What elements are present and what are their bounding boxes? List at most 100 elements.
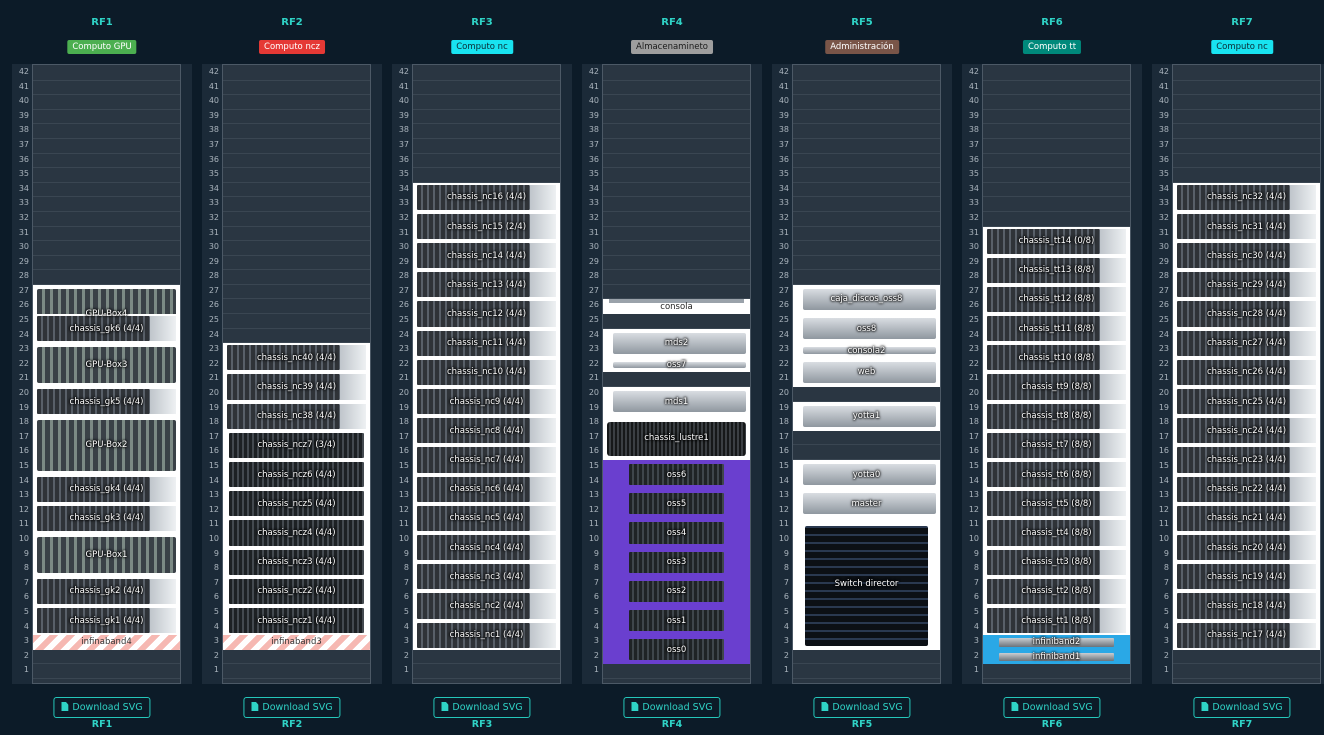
rack-device[interactable]: yotta0	[793, 460, 940, 490]
rack-device[interactable]: chassis_nc24 (4/4)	[1173, 416, 1320, 446]
rack-device[interactable]: chassis_tt14 (0/8)	[983, 226, 1130, 256]
download-svg-button[interactable]: Download SVG	[243, 697, 341, 718]
rack-device[interactable]: chassis_nc19 (4/4)	[1173, 562, 1320, 592]
rack-device[interactable]: chassis_tt4 (8/8)	[983, 518, 1130, 548]
rack-device[interactable]: chassis_lustre1	[603, 416, 750, 460]
rack-device[interactable]: chassis_nc27 (4/4)	[1173, 328, 1320, 358]
rack-device[interactable]: infiniband2	[983, 635, 1130, 650]
rack-device[interactable]: chassis_ncz4 (4/4)	[223, 518, 370, 548]
rack-device[interactable]: consola2	[793, 343, 940, 358]
rack-device[interactable]: chassis_nc5 (4/4)	[413, 503, 560, 533]
rack-device[interactable]: chassis_ncz7 (3/4)	[223, 430, 370, 460]
rack-device[interactable]: master	[793, 489, 940, 519]
rack-device[interactable]: chassis_nc31 (4/4)	[1173, 211, 1320, 242]
rack-device[interactable]: chassis_nc14 (4/4)	[413, 241, 560, 271]
rack-device[interactable]: chassis_gk3 (4/4)	[33, 503, 180, 533]
rack-device[interactable]: chassis_gk5 (4/4)	[33, 387, 180, 417]
empty-slot	[603, 124, 750, 139]
rack-device[interactable]: chassis_nc1 (4/4)	[413, 620, 560, 650]
rack-device[interactable]: chassis_nc29 (4/4)	[1173, 270, 1320, 300]
rack-device[interactable]: chassis_nc7 (4/4)	[413, 445, 560, 475]
rack-device[interactable]: chassis_nc30 (4/4)	[1173, 241, 1320, 271]
rack-device[interactable]: chassis_nc39 (4/4)	[223, 372, 370, 402]
rack-device[interactable]: consola	[603, 299, 750, 315]
download-svg-button[interactable]: Download SVG	[433, 697, 531, 718]
rack-device[interactable]: chassis_tt2 (8/8)	[983, 576, 1130, 606]
rack-device[interactable]: chassis_gk4 (4/4)	[33, 474, 180, 504]
rack-device[interactable]: chassis_nc6 (4/4)	[413, 474, 560, 504]
rack-device[interactable]: web	[793, 357, 940, 388]
rack-device[interactable]: mds2	[603, 328, 750, 358]
rack-device[interactable]: chassis_nc8 (4/4)	[413, 416, 560, 446]
download-svg-button[interactable]: Download SVG	[53, 697, 151, 718]
rack-device[interactable]: chassis_nc20 (4/4)	[1173, 532, 1320, 563]
rack-device[interactable]: infiniband1	[983, 649, 1130, 665]
rack-device[interactable]: oss0	[603, 635, 750, 665]
rack-device[interactable]: chassis_nc22 (4/4)	[1173, 474, 1320, 504]
rack-device[interactable]: caja_discos_oss8	[793, 284, 940, 315]
rack-device[interactable]: chassis_nc32 (4/4)	[1173, 182, 1320, 212]
rack-device[interactable]: oss3	[603, 547, 750, 577]
rack-device[interactable]: chassis_nc16 (4/4)	[413, 182, 560, 212]
rack-device[interactable]: chassis_nc13 (4/4)	[413, 270, 560, 300]
unit-number: 19	[18, 402, 29, 412]
rack-device[interactable]: Switch director	[793, 518, 940, 650]
rack-device[interactable]: chassis_tt10 (8/8)	[983, 343, 1130, 373]
rack-device[interactable]: oss7	[603, 357, 750, 373]
rack-device[interactable]: chassis_nc40 (4/4)	[223, 343, 370, 373]
rack-device[interactable]: infinaband3	[223, 635, 370, 650]
rack-device[interactable]: chassis_nc25 (4/4)	[1173, 387, 1320, 417]
rack-device[interactable]: chassis_nc28 (4/4)	[1173, 299, 1320, 329]
rack-device[interactable]: GPU-Box3	[33, 343, 180, 388]
rack-device[interactable]: chassis_nc38 (4/4)	[223, 401, 370, 431]
rack-device[interactable]: oss4	[603, 518, 750, 548]
rack-device[interactable]: chassis_tt12 (8/8)	[983, 284, 1130, 315]
rack-device[interactable]: mds1	[603, 387, 750, 417]
rack-device[interactable]: chassis_nc4 (4/4)	[413, 532, 560, 563]
rack-device[interactable]: chassis_nc12 (4/4)	[413, 299, 560, 329]
rack-device[interactable]: chassis_tt8 (8/8)	[983, 401, 1130, 431]
rack-device[interactable]: oss2	[603, 576, 750, 606]
rack-device[interactable]: chassis_nc3 (4/4)	[413, 562, 560, 592]
rack-device[interactable]: oss8	[793, 314, 940, 344]
rack-device[interactable]: oss1	[603, 605, 750, 636]
unit-number: 37	[18, 139, 29, 149]
rack-device[interactable]: infinaband4	[33, 635, 180, 650]
rack-device[interactable]: chassis_nc23 (4/4)	[1173, 445, 1320, 475]
rack-device[interactable]: chassis_tt5 (8/8)	[983, 489, 1130, 519]
rack-device[interactable]: chassis_tt11 (8/8)	[983, 314, 1130, 344]
rack-device[interactable]: chassis_nc10 (4/4)	[413, 357, 560, 388]
rack-device[interactable]: GPU-Box2	[33, 416, 180, 475]
rack-device[interactable]: oss6	[603, 460, 750, 490]
download-svg-button[interactable]: Download SVG	[1003, 697, 1101, 718]
rack-device[interactable]: chassis_gk6 (4/4)	[33, 314, 180, 344]
rack-device[interactable]: chassis_nc9 (4/4)	[413, 387, 560, 417]
rack-device[interactable]: chassis_tt3 (8/8)	[983, 547, 1130, 577]
rack-device[interactable]: chassis_nc2 (4/4)	[413, 591, 560, 621]
rack-device[interactable]: GPU-Box1	[33, 532, 180, 577]
rack-device[interactable]: chassis_nc26 (4/4)	[1173, 357, 1320, 388]
rack-device[interactable]: chassis_tt7 (8/8)	[983, 430, 1130, 460]
rack-device[interactable]: chassis_tt9 (8/8)	[983, 372, 1130, 402]
rack-device[interactable]: chassis_tt1 (8/8)	[983, 605, 1130, 636]
rack-device[interactable]: chassis_nc21 (4/4)	[1173, 503, 1320, 533]
rack-device[interactable]: chassis_tt13 (8/8)	[983, 255, 1130, 285]
download-svg-button[interactable]: Download SVG	[623, 697, 721, 718]
rack-device[interactable]: chassis_gk2 (4/4)	[33, 576, 180, 606]
rack-device[interactable]: chassis_gk1 (4/4)	[33, 605, 180, 636]
rack-device[interactable]: chassis_ncz2 (4/4)	[223, 576, 370, 606]
rack-device[interactable]: chassis_ncz5 (4/4)	[223, 489, 370, 519]
rack-device[interactable]: chassis_ncz1 (4/4)	[223, 605, 370, 636]
device-faceplate	[417, 505, 556, 532]
rack-device[interactable]: chassis_nc15 (2/4)	[413, 211, 560, 242]
rack-device[interactable]: chassis_ncz3 (4/4)	[223, 547, 370, 577]
download-svg-button[interactable]: Download SVG	[1193, 697, 1291, 718]
rack-device[interactable]: chassis_nc18 (4/4)	[1173, 591, 1320, 621]
rack-device[interactable]: chassis_ncz6 (4/4)	[223, 460, 370, 490]
rack-device[interactable]: chassis_tt6 (8/8)	[983, 460, 1130, 490]
rack-device[interactable]: chassis_nc11 (4/4)	[413, 328, 560, 358]
download-svg-button[interactable]: Download SVG	[813, 697, 911, 718]
rack-device[interactable]: chassis_nc17 (4/4)	[1173, 620, 1320, 650]
rack-device[interactable]: yotta1	[793, 401, 940, 431]
rack-device[interactable]: oss5	[603, 489, 750, 519]
